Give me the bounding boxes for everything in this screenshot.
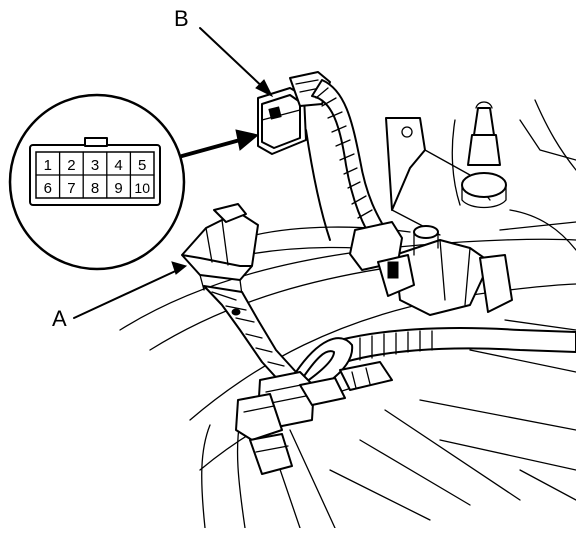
harness-a [203, 285, 354, 389]
pin-label: 8 [91, 180, 99, 197]
connector-inset: 1 2 3 4 5 6 7 8 9 10 [8, 93, 186, 271]
callout-b-label: B [174, 6, 189, 31]
connector-a[interactable] [181, 203, 259, 296]
pin-label: 9 [114, 180, 122, 197]
callout-a-leader [73, 261, 188, 319]
pin-label: 3 [91, 157, 99, 174]
pin-label: 7 [67, 180, 75, 197]
pin-label: 4 [114, 157, 122, 174]
pin-grid [35, 151, 155, 199]
inset-arrow [180, 129, 260, 158]
pin-label: 2 [67, 157, 75, 174]
engine-background [119, 99, 576, 529]
pin-label: 1 [44, 157, 52, 174]
coolant-pipe [339, 327, 576, 363]
pin-label: 6 [44, 180, 52, 197]
harness-clamp [394, 225, 513, 316]
lower-connectors [235, 361, 393, 475]
pin-label: 10 [134, 180, 150, 196]
pin-label: 5 [138, 157, 146, 174]
callout-a-label: A [52, 306, 67, 331]
callout-b-leader [199, 27, 274, 98]
harness-grommet [349, 221, 415, 297]
